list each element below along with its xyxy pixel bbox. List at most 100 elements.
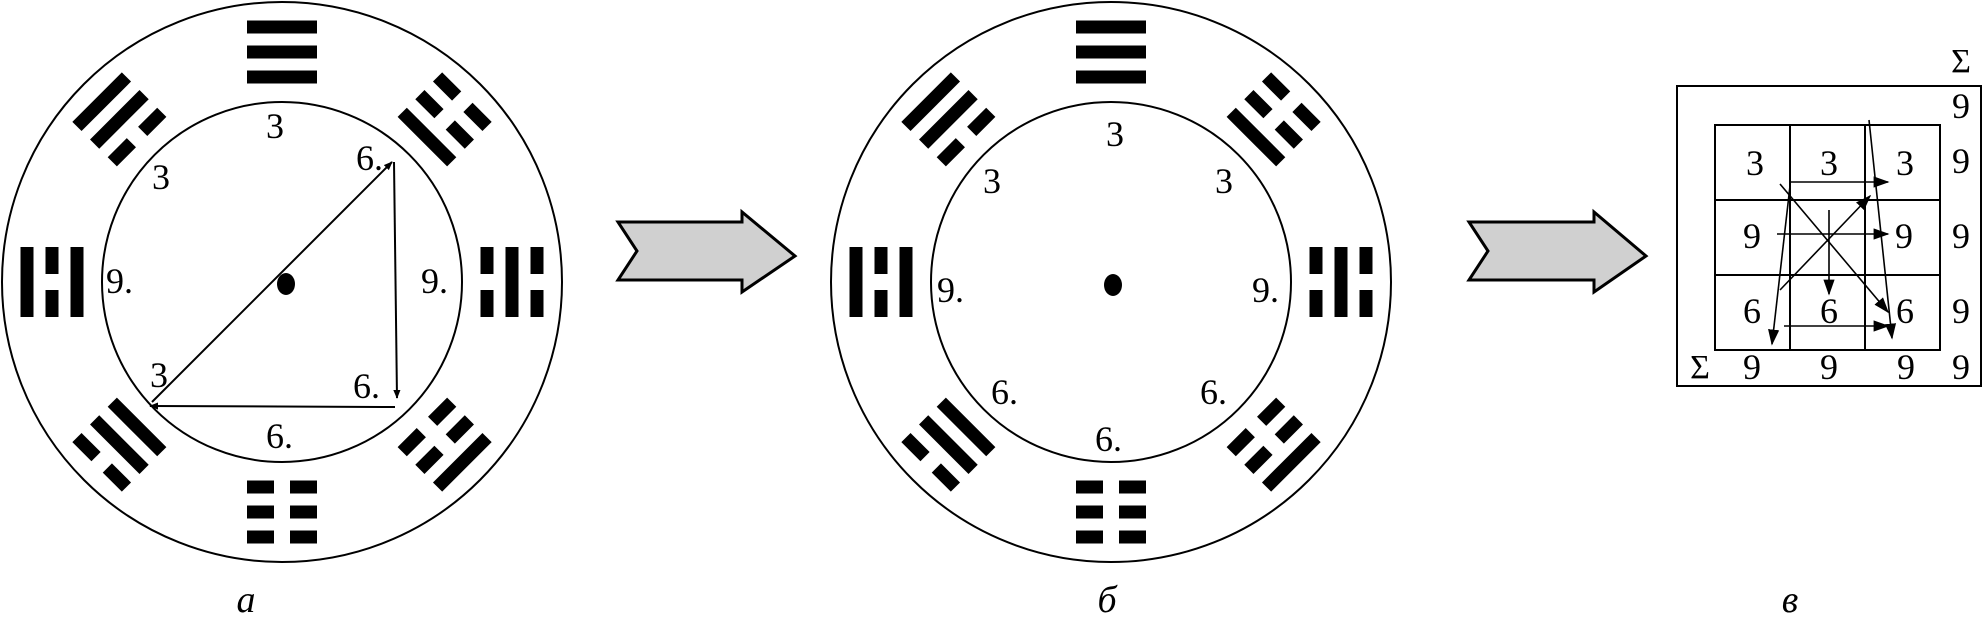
caption-a: а bbox=[237, 579, 256, 621]
trigram-solid-line bbox=[919, 415, 978, 474]
diagram-b: 3 3 3 9. 9. 6. 6. 6. б bbox=[830, 1, 1392, 621]
trigram-solid-line bbox=[72, 72, 132, 132]
trigram-broken-segment bbox=[445, 415, 474, 444]
outer-ring bbox=[830, 1, 1392, 563]
trigram-ring bbox=[20, 20, 544, 544]
trigram-solid-line bbox=[919, 90, 978, 149]
trigram-broken-segment bbox=[397, 428, 426, 457]
trigram-broken-segment bbox=[428, 397, 457, 426]
label-right: 9. bbox=[421, 261, 448, 301]
label-lower-left: 6. bbox=[991, 372, 1018, 412]
trigram-broken-segment bbox=[1257, 397, 1286, 426]
arrow-col-right bbox=[1868, 119, 1897, 340]
magic-arrows bbox=[1768, 119, 1897, 346]
arrow-vertical bbox=[393, 161, 401, 399]
outer-frame bbox=[1676, 85, 1982, 387]
grid-cell-2-0: 6 bbox=[1743, 291, 1761, 331]
trigram-solid-line bbox=[90, 415, 149, 474]
transition-arrow-2 bbox=[1466, 208, 1649, 295]
center-dot bbox=[1104, 274, 1122, 296]
trigram-ring bbox=[849, 20, 1373, 544]
label-upper-right: 3 bbox=[1215, 161, 1233, 201]
label-left: 9. bbox=[937, 270, 964, 310]
trigram-broken-segment bbox=[1244, 445, 1273, 474]
label-left: 9. bbox=[106, 261, 133, 301]
grid-cell-1-2: 9 bbox=[1895, 216, 1913, 256]
trigram-broken-segment bbox=[1292, 102, 1321, 132]
trigram-top bbox=[1076, 20, 1146, 84]
trigram-bottom bbox=[1076, 480, 1146, 544]
sigma-bottom: Σ bbox=[1690, 349, 1710, 386]
trigram-broken-segment bbox=[1274, 415, 1303, 444]
arrow-diagonal bbox=[151, 161, 393, 403]
trigram-upper-right bbox=[1226, 72, 1321, 167]
trigram-broken-segment bbox=[1261, 72, 1291, 101]
trigram-broken-segment bbox=[901, 432, 930, 462]
caption-v: в bbox=[1782, 579, 1799, 621]
arrow-horizontal bbox=[149, 402, 396, 410]
trigram-lower-left bbox=[72, 397, 167, 492]
grid-cell-1-0: 9 bbox=[1743, 216, 1761, 256]
trigram-right bbox=[1309, 247, 1373, 317]
label-lower-left: 3 bbox=[150, 355, 168, 395]
trigram-solid-line bbox=[1226, 107, 1286, 167]
trigram-broken-segment bbox=[967, 107, 996, 136]
trigram-lower-right bbox=[1226, 397, 1321, 492]
arrow-path bbox=[149, 161, 401, 410]
label-upper-right: 6. bbox=[356, 138, 383, 178]
grid-cell-2-1: 6 bbox=[1820, 291, 1838, 331]
trigram-left bbox=[20, 247, 84, 317]
inner-ring bbox=[101, 101, 463, 463]
center-dot bbox=[277, 273, 295, 295]
label-right: 9. bbox=[1252, 270, 1279, 310]
trigram-broken-segment bbox=[931, 463, 961, 492]
label-top: 3 bbox=[1106, 114, 1124, 154]
transition-arrow-1 bbox=[615, 208, 798, 295]
trigram-solid-line bbox=[90, 90, 149, 149]
trigram-solid-line bbox=[432, 432, 492, 492]
diagram-v: 3 3 3 9 9 6 6 6 9 9 9 9 9 9 9 9 Σ Σ в bbox=[1676, 43, 1982, 621]
trigram-broken-segment bbox=[102, 463, 132, 492]
trigram-broken-segment bbox=[138, 107, 167, 136]
label-lower-right: 6. bbox=[1200, 372, 1227, 412]
trigram-upper-left bbox=[901, 72, 996, 167]
trigram-upper-left bbox=[72, 72, 167, 167]
sigma-top: Σ bbox=[1951, 43, 1971, 80]
trigram-lower-left bbox=[901, 397, 996, 492]
trigram-solid-line bbox=[1261, 432, 1321, 492]
col-sum-0: 9 bbox=[1743, 347, 1761, 387]
trigram-solid-line bbox=[107, 397, 167, 457]
diagram-a: 3 3 6. 9. 9. 3 6. 6. а bbox=[1, 1, 563, 621]
col-sum-2: 9 bbox=[1897, 347, 1915, 387]
grid-cell-0-1: 3 bbox=[1820, 143, 1838, 183]
inner-ring bbox=[930, 101, 1292, 463]
label-top: 3 bbox=[266, 106, 284, 146]
grid-lines bbox=[1715, 125, 1940, 350]
trigram-top bbox=[247, 20, 317, 84]
trigram-upper-right bbox=[397, 72, 492, 167]
trigram-left bbox=[849, 247, 913, 317]
trigram-lower-right bbox=[397, 397, 492, 492]
row-sum-2: 9 bbox=[1952, 216, 1970, 256]
arrow-diag-anti bbox=[1779, 194, 1872, 291]
row-sum-0: 9 bbox=[1952, 86, 1970, 126]
outer-ring bbox=[1, 1, 563, 563]
grid-cell-0-2: 3 bbox=[1896, 143, 1914, 183]
caption-b: б bbox=[1097, 579, 1118, 621]
trigram-broken-segment bbox=[415, 445, 444, 474]
label-upper-left: 3 bbox=[983, 161, 1001, 201]
trigram-broken-segment bbox=[1274, 120, 1303, 149]
trigram-broken-segment bbox=[463, 102, 492, 132]
trigram-broken-segment bbox=[1244, 90, 1273, 119]
trigram-broken-segment bbox=[72, 432, 101, 462]
row-sum-4: 9 bbox=[1952, 347, 1970, 387]
trigram-broken-segment bbox=[445, 120, 474, 149]
label-upper-left: 3 bbox=[152, 157, 170, 197]
col-sum-1: 9 bbox=[1820, 347, 1838, 387]
trigram-bottom bbox=[247, 480, 317, 544]
grid-frame bbox=[1714, 124, 1941, 351]
trigram-right bbox=[480, 247, 544, 317]
trigram-solid-line bbox=[397, 107, 457, 167]
trigram-broken-segment bbox=[107, 138, 136, 167]
